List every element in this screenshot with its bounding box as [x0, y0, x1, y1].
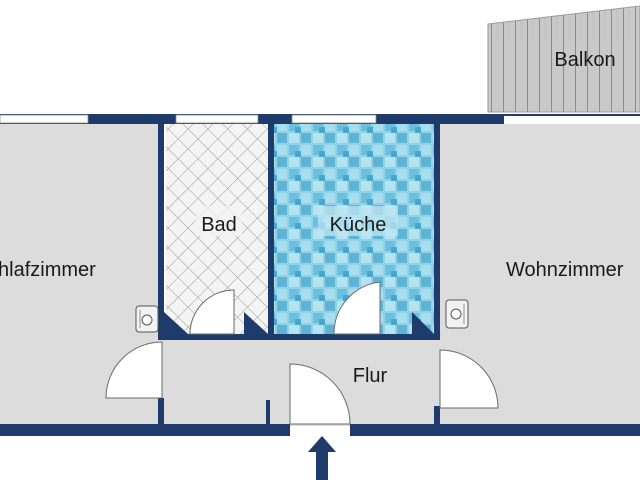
wall-corners	[164, 312, 434, 334]
room-label-flur: Flur	[353, 365, 388, 387]
outer-wall-bottom	[0, 424, 640, 436]
room-label-bad: Bad	[201, 214, 237, 236]
door-entrance	[289, 363, 351, 425]
radiator-icon	[135, 305, 159, 333]
room-label-schlafzimmer: hlafzimmer	[0, 259, 96, 281]
door-wohnzimmer	[439, 349, 499, 409]
radiator-icon	[445, 299, 469, 329]
room-label-wohnzimmer: Wohnzimmer	[506, 259, 624, 281]
window	[291, 114, 377, 124]
window	[0, 114, 89, 124]
doors	[105, 281, 499, 425]
interior-walls	[158, 124, 440, 424]
room-label-balkon: Balkon	[554, 49, 615, 71]
window	[175, 114, 259, 124]
outer-wall-top	[0, 114, 640, 124]
arrow-up-icon	[308, 436, 336, 480]
door-bad	[189, 289, 235, 335]
door-schlafzimmer	[105, 341, 163, 399]
room-label-kueche: Küche	[330, 214, 387, 236]
door-kueche	[333, 281, 381, 335]
balkon-area: Balkon	[487, 5, 640, 113]
